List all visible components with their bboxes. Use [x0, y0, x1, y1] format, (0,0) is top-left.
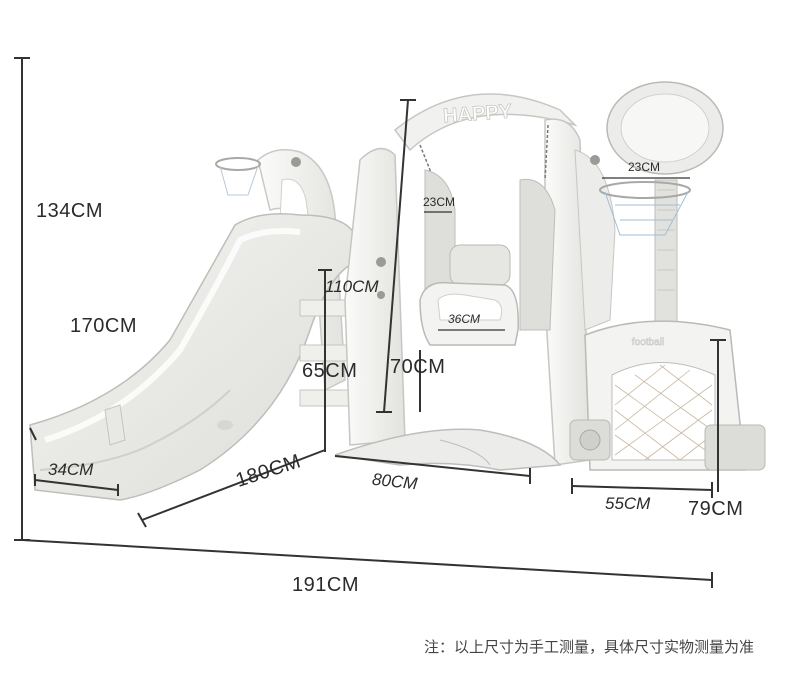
- happy-arch-sign: [393, 93, 578, 152]
- label-slide-length: 170CM: [70, 315, 137, 337]
- label-goal-width: 55CM: [605, 494, 651, 513]
- slide: [29, 213, 361, 501]
- label-slide-width: 34CM: [48, 460, 94, 479]
- swing-frame: HAPPY: [334, 93, 616, 471]
- label-ladder-height: 110CM: [325, 277, 379, 296]
- small-hoop: [215, 157, 261, 171]
- label-total-length: 191CM: [292, 574, 359, 596]
- label-seat-height: 70CM: [390, 356, 446, 378]
- label-platform-height: 65CM: [302, 360, 358, 382]
- label-goal-height: 79CM: [688, 498, 744, 520]
- goal-text: football: [632, 337, 664, 348]
- label-rope-gap: 23CM: [423, 195, 456, 209]
- label-total-height: 134CM: [36, 200, 103, 222]
- football-goal: football: [569, 320, 766, 471]
- basketball-hoop: [599, 81, 724, 381]
- measurement-note: 注：以上尺寸为手工测量，具体尺寸实物测量为准: [423, 638, 754, 656]
- dimension-lines: [14, 57, 726, 588]
- label-seat-width: 36CM: [448, 312, 481, 326]
- happy-sign-text: HAPPY: [442, 101, 513, 128]
- label-hoop-diameter: 23CM: [628, 160, 661, 174]
